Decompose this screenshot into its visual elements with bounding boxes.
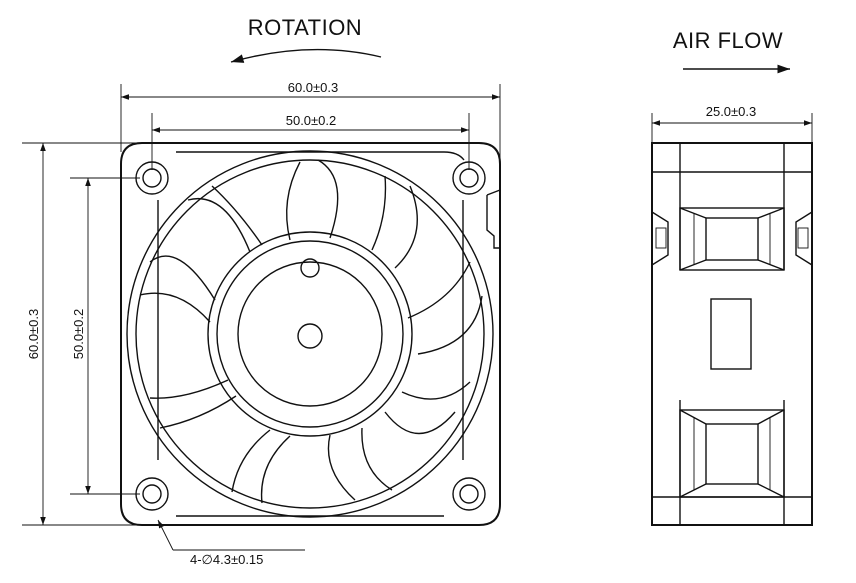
hole-spacing-width-label: 50.0±0.2 — [286, 113, 337, 128]
overall-height-label: 60.0±0.3 — [26, 309, 41, 360]
rotation-heading: ROTATION — [248, 15, 362, 40]
hole-spacing-height-label: 50.0±0.2 — [71, 309, 86, 360]
mounting-hole-label: 4-∅4.3±0.15 — [190, 552, 263, 567]
hole-callout-arrow — [157, 519, 174, 551]
side-dimensions — [651, 113, 813, 146]
overall-width-label: 60.0±0.3 — [288, 80, 339, 95]
front-view — [120, 142, 501, 526]
side-view — [651, 142, 813, 526]
rotation-arrow — [230, 48, 382, 63]
depth-label: 25.0±0.3 — [706, 104, 757, 119]
front-dimensions — [22, 84, 501, 526]
airflow-heading: AIR FLOW — [673, 28, 783, 53]
